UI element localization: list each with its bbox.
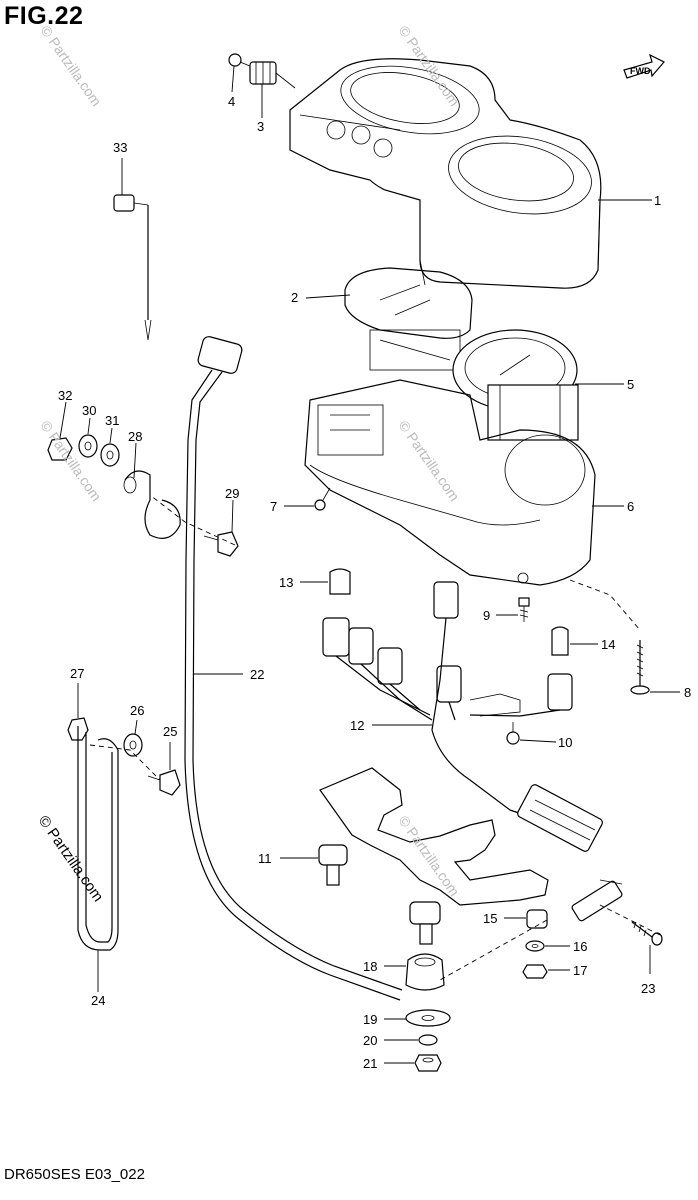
part-26-washer[interactable]: [123, 733, 143, 757]
part-9-screw[interactable]: [518, 597, 530, 622]
callout-8[interactable]: 8: [684, 685, 691, 700]
watermark-faint-4: © Partzilla.com: [396, 418, 463, 504]
part-3-cable-fitting[interactable]: [249, 61, 296, 89]
callout-7[interactable]: 7: [270, 499, 277, 514]
callout-23[interactable]: 23: [641, 981, 655, 996]
callout-33[interactable]: 33: [113, 140, 127, 155]
part-5-tachometer[interactable]: [452, 329, 579, 441]
callout-13[interactable]: 13: [279, 575, 293, 590]
part-17-nut[interactable]: [522, 964, 548, 979]
watermark-faint-1: © Partzilla.com: [38, 23, 105, 109]
callout-3[interactable]: 3: [257, 119, 264, 134]
part-24-strap[interactable]: [77, 726, 119, 951]
part-12-wiring-harness[interactable]: [322, 581, 604, 853]
watermark-faint-2: © Partzilla.com: [396, 23, 463, 109]
callout-27[interactable]: 27: [70, 666, 84, 681]
callout-10[interactable]: 10: [558, 735, 572, 750]
part-32-nut[interactable]: [47, 437, 73, 461]
watermark-primary: © Partzilla.com: [35, 813, 107, 906]
callout-32[interactable]: 32: [58, 388, 72, 403]
part-6-lower-case[interactable]: [304, 379, 596, 586]
part-31-washer[interactable]: [100, 443, 120, 467]
part-11-bracket[interactable]: [318, 767, 549, 945]
part-15-grommet[interactable]: [526, 909, 548, 929]
callout-5[interactable]: 5: [627, 377, 634, 392]
part-20-washer[interactable]: [418, 1034, 438, 1046]
callout-6[interactable]: 6: [627, 499, 634, 514]
callout-labels: 1 2 3 4 5 6 7 8 9 10 11 12 13 14 15 16 1…: [58, 94, 691, 1071]
callout-31[interactable]: 31: [105, 413, 119, 428]
callout-15[interactable]: 15: [483, 911, 497, 926]
fwd-label: FWD: [630, 66, 651, 76]
part-29-bolt[interactable]: [203, 531, 239, 557]
part-28-cable-clamp[interactable]: [123, 470, 181, 539]
callout-21[interactable]: 21: [363, 1056, 377, 1071]
callout-17[interactable]: 17: [573, 963, 587, 978]
callout-2[interactable]: 2: [291, 290, 298, 305]
part-14-bulb-cover[interactable]: [551, 626, 569, 656]
part-8-bolt[interactable]: [630, 640, 650, 695]
part-4-screw[interactable]: [228, 53, 251, 67]
callout-12[interactable]: 12: [350, 718, 364, 733]
part-22-speedometer-cable[interactable]: [184, 335, 403, 1001]
callout-28[interactable]: 28: [128, 429, 142, 444]
watermark-faint-5: © Partzilla.com: [396, 813, 463, 899]
part-25-bolt[interactable]: [147, 769, 181, 796]
part-30-washer[interactable]: [78, 434, 98, 458]
callout-24[interactable]: 24: [91, 993, 105, 1008]
part-10-screw[interactable]: [506, 722, 520, 745]
callout-25[interactable]: 25: [163, 724, 177, 739]
callout-22[interactable]: 22: [250, 667, 264, 682]
watermark-faint-3: © Partzilla.com: [38, 418, 105, 504]
callout-20[interactable]: 20: [363, 1033, 377, 1048]
callout-14[interactable]: 14: [601, 637, 615, 652]
callout-1[interactable]: 1: [654, 193, 661, 208]
figure-title: FIG.22: [4, 2, 84, 30]
callout-16[interactable]: 16: [573, 939, 587, 954]
callout-9[interactable]: 9: [483, 608, 490, 623]
part-1-meter-case[interactable]: [289, 56, 602, 289]
part-13-bulb-cover[interactable]: [329, 568, 351, 595]
part-16-washer[interactable]: [525, 940, 545, 952]
callout-18[interactable]: 18: [363, 959, 377, 974]
callout-19[interactable]: 19: [363, 1012, 377, 1027]
part-21-nut[interactable]: [414, 1054, 442, 1072]
part-19-washer[interactable]: [405, 1009, 451, 1027]
forward-direction-arrow: FWD: [623, 53, 665, 79]
callout-leaders: [59, 65, 680, 1064]
part-33-clip-wire[interactable]: [113, 194, 152, 341]
speed-sensor-connector: [571, 879, 623, 922]
callout-26[interactable]: 26: [130, 703, 144, 718]
callout-4[interactable]: 4: [228, 94, 235, 109]
part-7-screw[interactable]: [314, 487, 331, 511]
part-2-indicator-plate[interactable]: [344, 267, 473, 371]
watermarks: © Partzilla.com © Partzilla.com © Partzi…: [35, 23, 463, 906]
assembly-lines: [89, 494, 661, 981]
part-18-grommet[interactable]: [405, 953, 445, 991]
callout-30[interactable]: 30: [82, 403, 96, 418]
callout-29[interactable]: 29: [225, 486, 239, 501]
callout-11[interactable]: 11: [258, 851, 272, 866]
figure-footer: DR650SES E03_022: [4, 1166, 145, 1183]
